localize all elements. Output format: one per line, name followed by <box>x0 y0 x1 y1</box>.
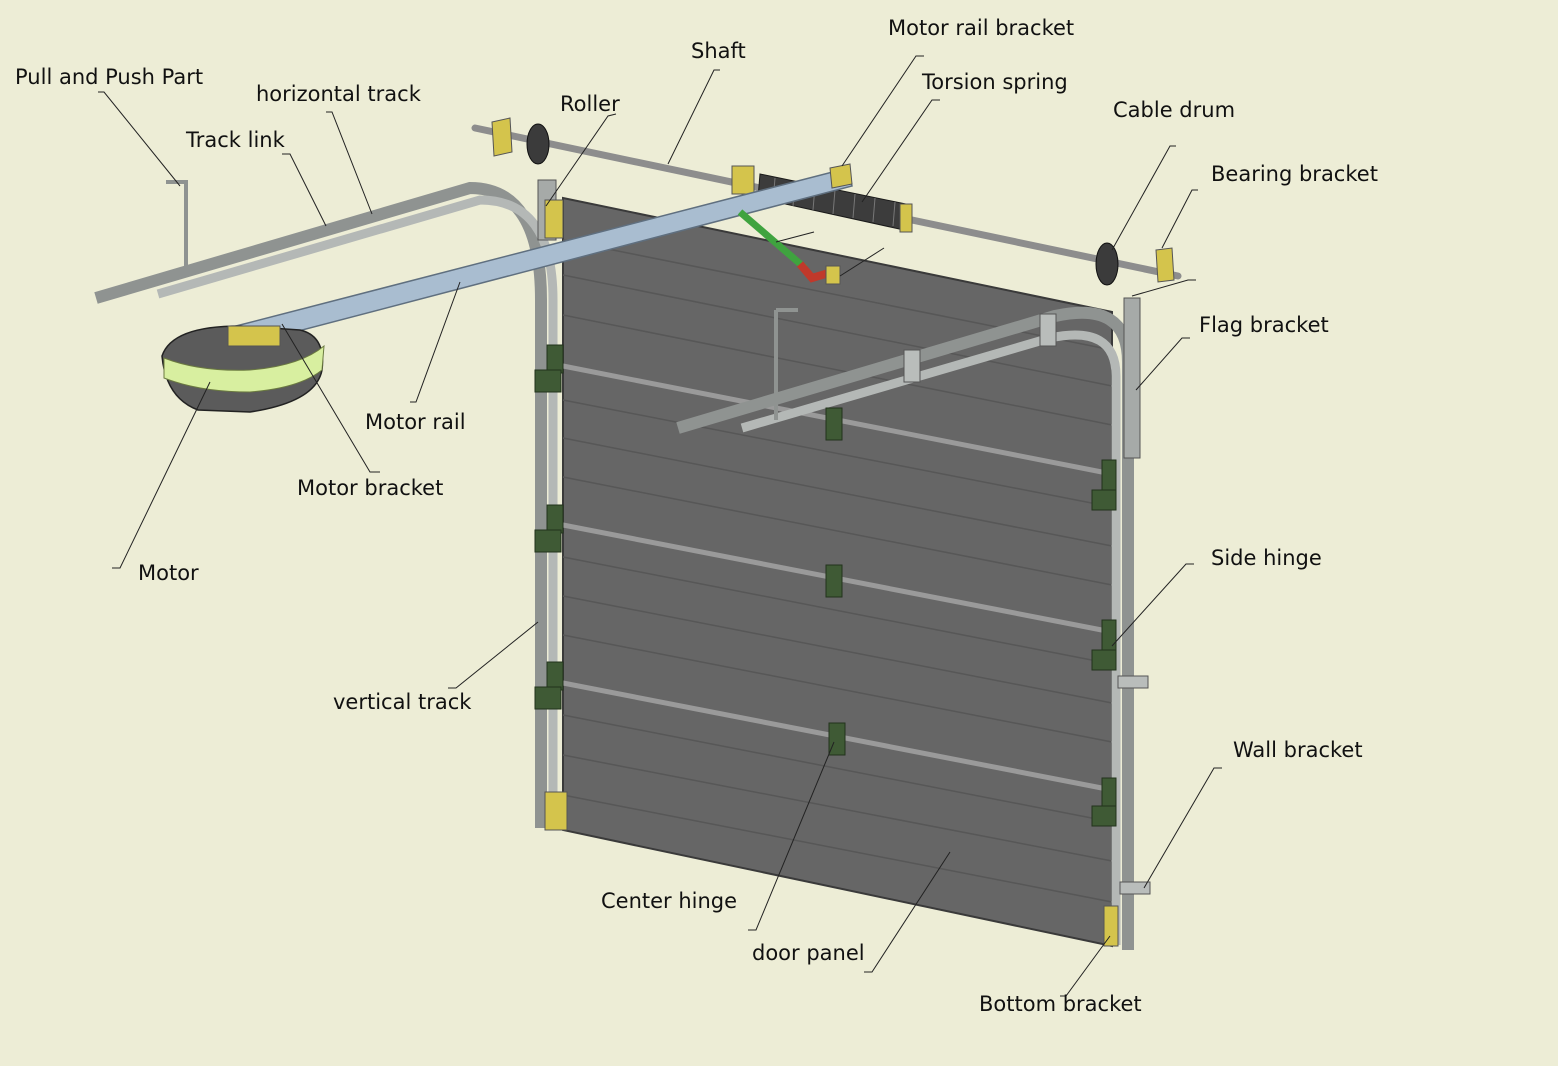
motor-rail-bracket <box>829 163 853 189</box>
flag-bracket <box>1123 297 1141 459</box>
label-bearing-bracket: Bearing bracket <box>1211 162 1378 186</box>
label-center-hinge: Center hinge <box>601 889 738 913</box>
label-motor: Motor <box>138 561 199 585</box>
label-shaft: Shaft <box>691 39 746 63</box>
label-pull-and-push-part: Pull and Push Part <box>15 65 204 89</box>
bottom-bracket-left <box>544 791 568 831</box>
label-motor-bracket: Motor bracket <box>297 476 444 500</box>
left-track <box>94 179 568 831</box>
label-torsion-spring: Torsion spring <box>922 70 1068 94</box>
wall-bracket <box>1119 881 1151 895</box>
label-motor-rail-bracket: Motor rail bracket <box>888 16 1075 40</box>
center-hinges <box>825 407 846 756</box>
label-vertical-track: vertical track <box>333 690 472 714</box>
label-door-panel: door panel <box>752 941 865 965</box>
label-track-link: Track link <box>186 128 285 152</box>
label-side-hinge: Side hinge <box>1211 546 1322 570</box>
motor <box>161 325 325 413</box>
label-wall-bracket: Wall bracket <box>1233 738 1363 762</box>
label-horizontal-track: horizontal track <box>256 82 421 106</box>
door-arm-lower <box>796 261 834 283</box>
label-bottom-bracket: Bottom bracket <box>979 992 1142 1016</box>
bearing-brackets <box>491 117 1175 283</box>
label-motor-rail: Motor rail <box>365 410 466 434</box>
leader-lines <box>98 55 1222 997</box>
cable-drums <box>526 123 1119 286</box>
track-hangers <box>166 180 798 420</box>
door-arm-upper <box>737 209 808 271</box>
label-cable-drum: Cable drum <box>1113 98 1236 122</box>
wall-bracket-upper <box>1117 675 1149 689</box>
right-track <box>676 297 1151 950</box>
bottom-bracket <box>1103 905 1119 947</box>
label-roller: Roller <box>560 92 620 116</box>
label-flag-bracket: Flag bracket <box>1199 313 1329 337</box>
